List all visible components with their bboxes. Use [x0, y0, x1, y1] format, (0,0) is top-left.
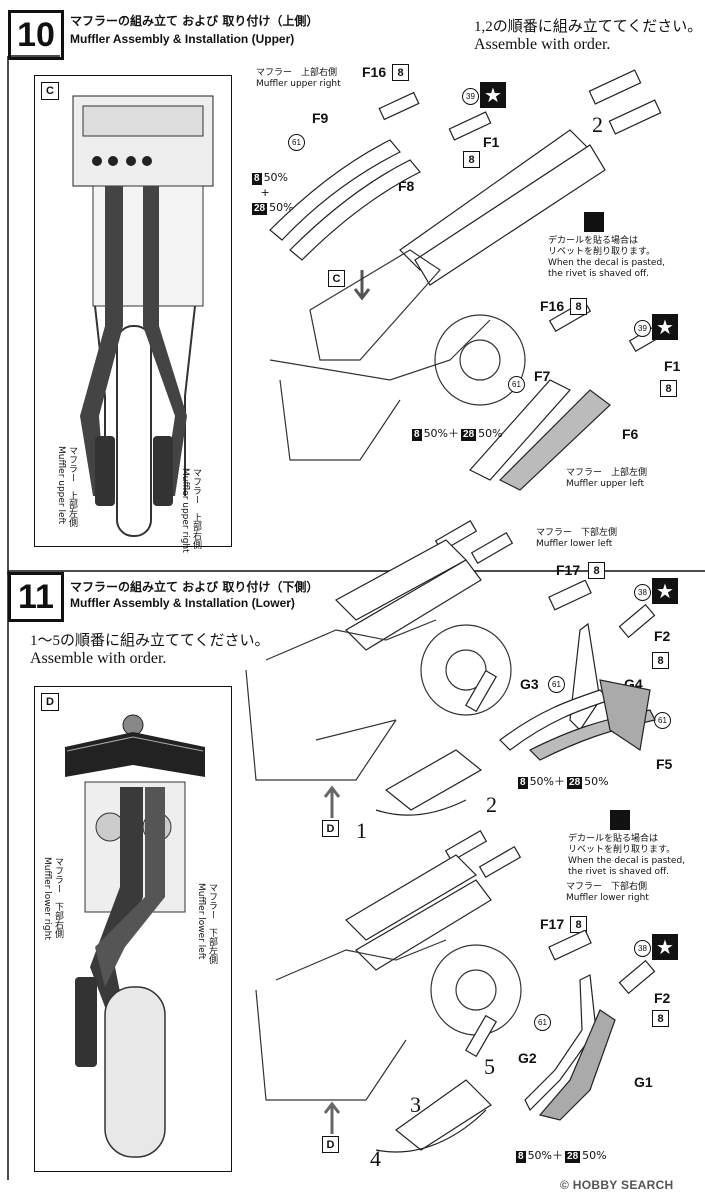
part-f1-b: F1 — [664, 358, 681, 374]
paint-38-b: 38 — [634, 940, 651, 957]
part-f2-a: F2 — [654, 628, 671, 644]
paint-8-a: 8 — [392, 64, 409, 81]
part-g2: G2 — [518, 1050, 537, 1066]
paint-61-e: 61 — [534, 1014, 551, 1031]
paint-8-f: 8 — [652, 652, 669, 669]
bike-top-view-c — [72, 95, 214, 537]
step-11-parts-drawing-b — [524, 930, 656, 1121]
step-11-order-note-en: Assemble with order. — [30, 650, 167, 667]
arrow-c-label: C — [328, 270, 345, 287]
paint-61-a: 61 — [288, 134, 305, 151]
part-f9: F9 — [312, 110, 329, 126]
step-11-title-en: Muffler Assembly & Installation (Lower) — [70, 596, 295, 610]
decal-note-a: デカールを貼る場合はリベットを削り取ります。When the decal is … — [548, 236, 666, 279]
step-11-title-jp: マフラーの組み立て および 取り付け（下側） — [70, 580, 319, 594]
paint-8-d: 8 — [660, 380, 677, 397]
part-f2-b: F2 — [654, 990, 671, 1006]
part-f16-a: F16 — [362, 64, 387, 80]
arrow-c-down — [353, 270, 371, 301]
part-f5: F5 — [656, 756, 673, 772]
star-icon-b: ★ — [652, 314, 678, 340]
hobby-search-watermark: © HOBBY SEARCH — [560, 1178, 674, 1192]
step-11-assembly-drawing-a — [245, 520, 514, 816]
arrow-d-label-b: D — [322, 1136, 339, 1153]
step-10-frame — [7, 55, 60, 575]
star-icon-c: ★ — [652, 578, 678, 604]
part-g3: G3 — [520, 676, 539, 692]
paint-8-b: 8 — [463, 151, 480, 168]
arrow-d-up-b — [323, 1101, 341, 1134]
paint-8-g: 8 — [570, 916, 587, 933]
view-c-label: C — [41, 82, 59, 100]
step-10-assembly-drawing — [269, 69, 672, 491]
paint-38-a: 38 — [634, 584, 651, 601]
step-11-parts-drawing-a — [499, 580, 656, 761]
step-10-order-note-jp: 1,2の順番に組み立ててください。 — [474, 19, 703, 35]
star-icon-a: ★ — [480, 82, 506, 108]
step-11-assembly-drawing-b — [255, 830, 522, 1153]
star-icon-d: ★ — [652, 934, 678, 960]
part-f6: F6 — [622, 426, 639, 442]
order-number-2-lower: 2 — [486, 792, 497, 817]
step-10-title-en: Muffler Assembly & Installation (Upper) — [70, 32, 295, 46]
step-11-number: 11 — [8, 572, 64, 622]
arrow-d-label-a: D — [322, 820, 339, 837]
paint-8-h: 8 — [652, 1010, 669, 1027]
order-number-4: 4 — [370, 1146, 381, 1171]
part-f1-a: F1 — [483, 134, 500, 150]
step-11-order-note-jp: 1～5の順番に組み立ててください。 — [30, 633, 270, 649]
order-number-5: 5 — [484, 1054, 495, 1079]
step-10-title-jp: マフラーの組み立て および 取り付け（上側） — [70, 14, 319, 28]
paint-39-a: 39 — [462, 88, 479, 105]
order-number-3: 3 — [410, 1092, 421, 1117]
order-number-1-lower: 1 — [356, 818, 367, 843]
decal-icon-b — [610, 810, 630, 830]
part-f16-b: F16 — [540, 298, 565, 314]
arrow-d-up-a — [323, 785, 341, 818]
paint-61-c: 61 — [548, 676, 565, 693]
part-f7: F7 — [534, 368, 551, 384]
bike-bottom-view-d — [65, 714, 205, 1158]
step-10-order-note-en: Assemble with order. — [474, 36, 611, 53]
order-number-2: 2 — [592, 112, 603, 137]
paint-61-b: 61 — [508, 376, 525, 393]
decal-icon-a — [584, 212, 604, 232]
step-10-number: 10 — [8, 10, 64, 60]
paint-8-e: 8 — [588, 562, 605, 579]
paint-39-b: 39 — [634, 320, 651, 337]
paint-8-c: 8 — [570, 298, 587, 315]
part-f17-b: F17 — [540, 916, 565, 932]
decal-note-b: デカールを貼る場合はリベットを削り取ります。When the decal is … — [568, 834, 686, 877]
part-g1: G1 — [634, 1074, 653, 1090]
part-f17-a: F17 — [556, 562, 581, 578]
view-d-label: D — [41, 693, 59, 711]
